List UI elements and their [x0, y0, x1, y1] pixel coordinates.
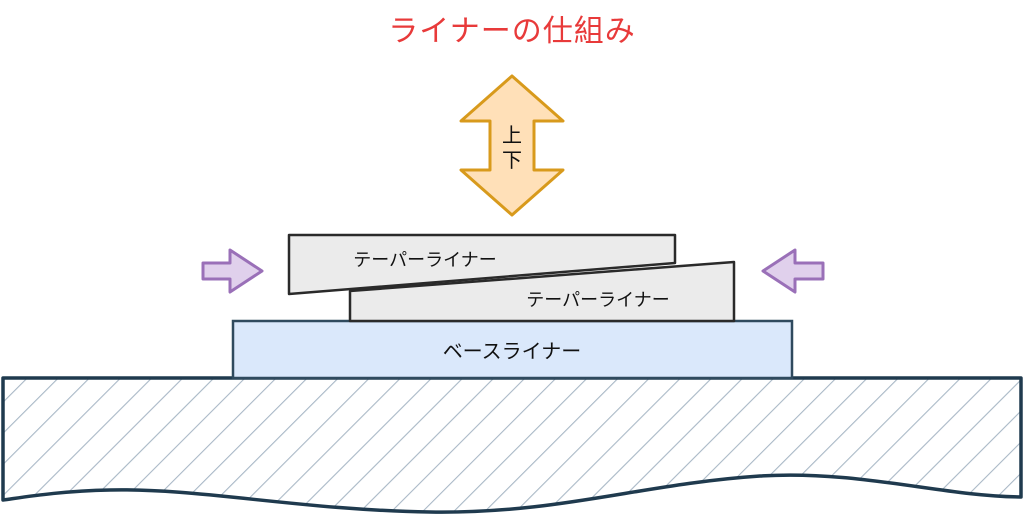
ground-hatch — [3, 378, 1021, 513]
taper-liner-lower-block — [348, 260, 736, 323]
push-right-arrow-icon — [201, 248, 264, 294]
taper-liner-lower-label: テーパーライナー — [526, 290, 669, 311]
up-down-arrow-icon: 上 下 — [459, 74, 565, 217]
taper-liner-upper-label: テーパーライナー — [353, 250, 496, 271]
base-liner: ベースライナー — [231, 319, 794, 380]
diagram-title: ライナーの仕組み — [388, 14, 636, 49]
taper-liner-lower: テーパーライナー — [348, 260, 736, 323]
base-liner-block — [231, 319, 794, 380]
push-left-arrow-icon — [761, 248, 825, 294]
taper-liner-upper: テーパーライナー — [287, 233, 677, 296]
ground — [1, 376, 1023, 514]
arrow-label-up: 上 — [502, 123, 522, 147]
taper-liner-upper-block — [287, 233, 677, 296]
arrow-label-down: 下 — [502, 148, 522, 172]
base-liner-label: ベースライナー — [443, 339, 582, 363]
ground-outline — [1, 376, 1023, 514]
